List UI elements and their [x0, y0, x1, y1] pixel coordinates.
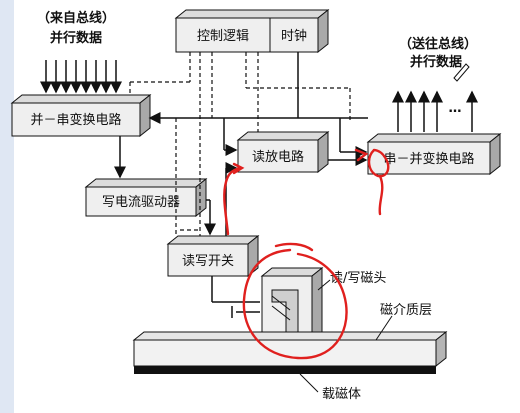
rw-switch-block: 读写开关	[166, 234, 260, 278]
outgoing-bus-arrows	[392, 90, 478, 132]
head-pointer	[317, 279, 331, 291]
medium-layer-label: 磁介质层	[380, 303, 432, 318]
substrate-label: 载磁体	[322, 387, 361, 402]
outgoing-bus-label-2: 并行数据	[410, 54, 462, 70]
outgoing-bus-label-1: （送往总线）	[399, 36, 477, 52]
medium-pointer	[375, 315, 393, 341]
read-amp-block: 读放电路	[236, 130, 330, 174]
incoming-bus-arrows	[40, 60, 122, 94]
s2p-label: 串－并变换电路	[383, 151, 474, 167]
magnetic-medium	[132, 330, 448, 374]
incoming-bus-label-2: 并行数据	[50, 30, 102, 46]
substrate-pointer	[299, 373, 319, 393]
control-dashed-lines	[129, 52, 351, 236]
pen-icon	[453, 63, 470, 82]
rw-switch-label: 读写开关	[182, 254, 234, 269]
rw-head-label: 读/写磁头	[330, 271, 386, 286]
control-logic-block: 控制逻辑 时钟	[174, 8, 330, 54]
read-amp-label: 读放电路	[252, 149, 304, 165]
clock-label: 时钟	[281, 28, 307, 44]
rw-head	[260, 266, 324, 342]
red-annotations	[223, 148, 390, 360]
write-driver-label: 写电流驱动器	[102, 195, 180, 210]
incoming-bus-label-1: （来自总线）	[37, 10, 115, 26]
p2s-block: 并－串变换电路	[10, 93, 152, 138]
window-edge	[0, 0, 14, 413]
write-driver-block: 写电流驱动器	[84, 177, 208, 218]
control-logic-label: 控制逻辑	[197, 29, 249, 44]
p2s-label: 并－串变换电路	[30, 112, 121, 128]
outgoing-ellipsis: …	[449, 101, 462, 116]
